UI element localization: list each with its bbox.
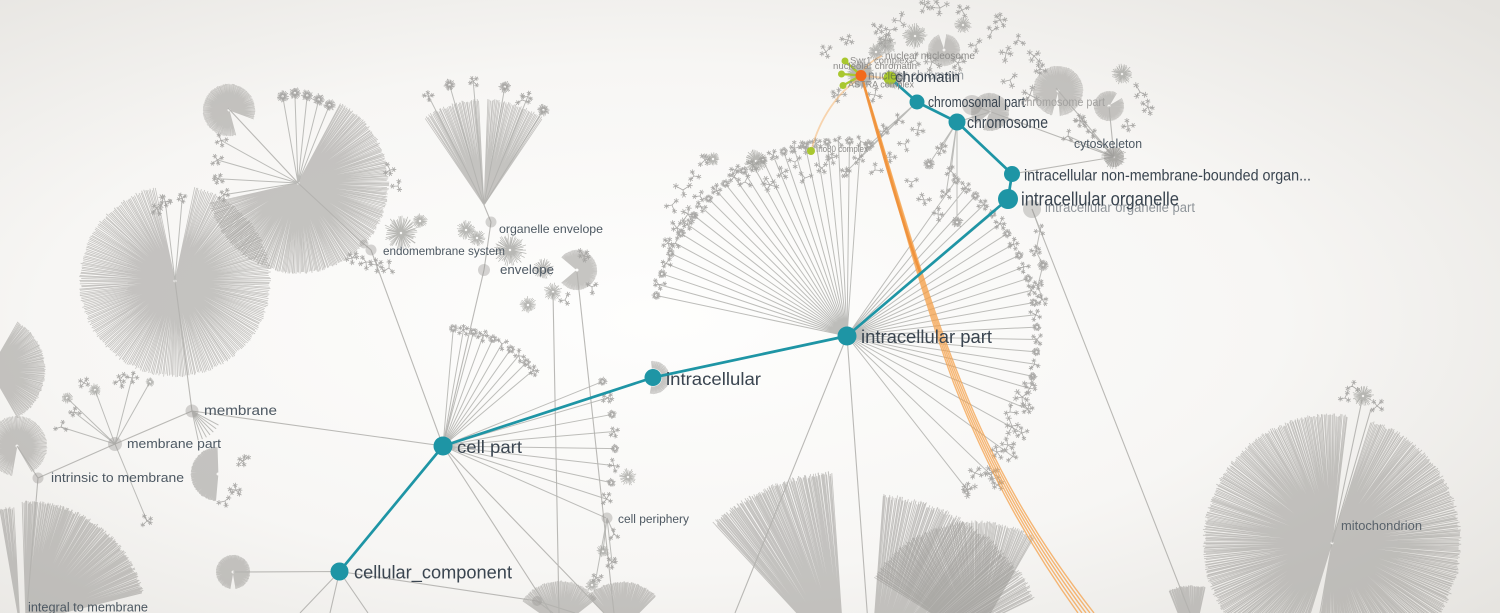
label-nuclear-chromatin: nuclear chromatin xyxy=(868,69,964,83)
label-cell-part: cell part xyxy=(457,437,522,457)
label-cytoskeleton: cytoskeleton xyxy=(1074,136,1142,151)
node-cytoskeleton[interactable] xyxy=(1104,147,1124,167)
label-layer: cellular_component cell part intracellular… xyxy=(28,50,1422,613)
node-chromosome[interactable] xyxy=(948,113,966,131)
dandelion-fan xyxy=(21,500,144,613)
label-integral-to-membrane: integral to membrane xyxy=(28,600,148,613)
node-intracellular-non-membrane-bounded-organelle[interactable] xyxy=(1004,166,1020,182)
label-membrane: membrane xyxy=(204,403,277,418)
label-membrane-part: membrane part xyxy=(127,436,221,451)
node-cell-periphery[interactable] xyxy=(601,512,613,524)
dandelion-fan xyxy=(1202,413,1348,613)
label-intracellular-non-membrane-bounded-organelle: intracellular non-membrane-bounded organ… xyxy=(1024,168,1311,185)
label-chromosome: chromosome xyxy=(967,113,1048,132)
node-cellular-component[interactable] xyxy=(330,562,349,581)
label-nucleolar-chromatin: nucleolar chromatin xyxy=(833,61,917,72)
node-nucleolar-chromatin-node[interactable] xyxy=(838,70,845,78)
label-intracellular-organelle: intracellular organelle xyxy=(1021,189,1179,211)
node-intracellular-organelle[interactable] xyxy=(998,189,1018,209)
dandelion-fan xyxy=(483,99,543,204)
label-nuclear-nucleosome: nuclear nucleosome xyxy=(885,50,975,62)
fan-layer xyxy=(0,34,1462,613)
node-chromosomal-part[interactable] xyxy=(909,94,925,110)
dandelion-fan xyxy=(874,520,1034,613)
label-ino80-complex: Ino80 complex xyxy=(816,144,868,154)
node-ino80-complex[interactable] xyxy=(807,147,815,155)
dandelion-fan xyxy=(202,83,256,137)
dandelion-fan xyxy=(215,554,251,590)
node-nucleosome[interactable] xyxy=(855,70,867,81)
dandelion-fan xyxy=(561,249,598,291)
label-chromosomal-part: chromosomal part xyxy=(928,95,1025,111)
node-endomembrane-system[interactable] xyxy=(365,244,377,256)
orange-edge-layer xyxy=(811,55,1095,613)
node-membrane-part[interactable] xyxy=(108,437,122,451)
node-intrinsic-to-membrane[interactable] xyxy=(32,472,44,484)
dandelion-fan xyxy=(190,446,219,502)
grey-node-layer xyxy=(32,95,1124,606)
highlight-edge-intracellular-non-membrane-bounded-organelle--chromosome xyxy=(956,121,1013,175)
highlight-edge-intracellular--intracellular-part xyxy=(652,334,848,379)
label-chromosome-part: chromosome part xyxy=(1021,97,1106,109)
node-membrane[interactable] xyxy=(185,404,199,418)
node-layer xyxy=(330,57,1020,581)
node-chromatin[interactable] xyxy=(883,71,897,85)
label-intracellular: intracellular xyxy=(666,369,761,389)
label-intracellular-organelle-part: intracellular organelle part xyxy=(1045,200,1195,215)
dandelion-fan xyxy=(209,103,390,274)
node-astra-complex[interactable] xyxy=(839,82,847,89)
dandelion-fan xyxy=(1093,90,1125,122)
node-organelle-envelope[interactable] xyxy=(485,216,497,228)
label-swr1-complex: Swr1 complex xyxy=(850,56,909,67)
label-intrinsic-to-membrane: intrinsic to membrane xyxy=(51,470,184,485)
label-envelope: envelope xyxy=(500,263,554,277)
highlight-path-layer xyxy=(338,76,1014,573)
dandelion-fan xyxy=(1319,421,1462,613)
node-cell[interactable] xyxy=(532,596,542,606)
dandelion-fan xyxy=(79,187,271,378)
highlight-edge-cellular-component--cell-part xyxy=(338,445,445,573)
spoke-edges xyxy=(60,81,1115,579)
node-cell-part[interactable] xyxy=(433,436,453,456)
node-intracellular[interactable] xyxy=(644,369,662,386)
node-chromosome-part[interactable] xyxy=(962,95,982,115)
dandelion-fan xyxy=(0,415,48,476)
dandelion-fan xyxy=(0,506,20,613)
orange-edge-head xyxy=(860,76,922,274)
label-cell-periphery: cell periphery xyxy=(618,514,689,526)
orange-light-edge xyxy=(865,75,885,79)
label-endomembrane-system: endomembrane system xyxy=(383,244,505,258)
dandelion-fan xyxy=(928,34,961,67)
dandelion-fan xyxy=(970,92,1010,132)
orange-bundle-strand xyxy=(861,77,1095,613)
sprig-clusters xyxy=(53,0,1385,584)
label-astra-complex: ASTRA complex xyxy=(848,80,914,91)
label-chromatin: chromatin xyxy=(895,70,960,86)
node-intracellular-part[interactable] xyxy=(837,326,857,346)
label-cellular-component: cellular_component xyxy=(354,563,512,584)
node-intracellular-organelle-part[interactable] xyxy=(1023,200,1041,218)
orange-light-edge xyxy=(811,77,861,149)
node-swr1-complex[interactable] xyxy=(841,57,849,65)
label-mitochondrion: mitochondrion xyxy=(1341,519,1422,533)
dandelion-fan xyxy=(0,321,46,418)
node-envelope[interactable] xyxy=(478,264,490,276)
label-intracellular-part: intracellular part xyxy=(861,327,992,347)
node-endomembrane-system-2[interactable] xyxy=(359,239,369,249)
dandelion-fan xyxy=(712,471,842,613)
highlight-edge-cell-part--intracellular xyxy=(442,376,654,448)
highlight-edge-intracellular-part--intracellular-organelle xyxy=(846,197,1009,338)
label-organelle-envelope: organelle envelope xyxy=(499,222,603,236)
